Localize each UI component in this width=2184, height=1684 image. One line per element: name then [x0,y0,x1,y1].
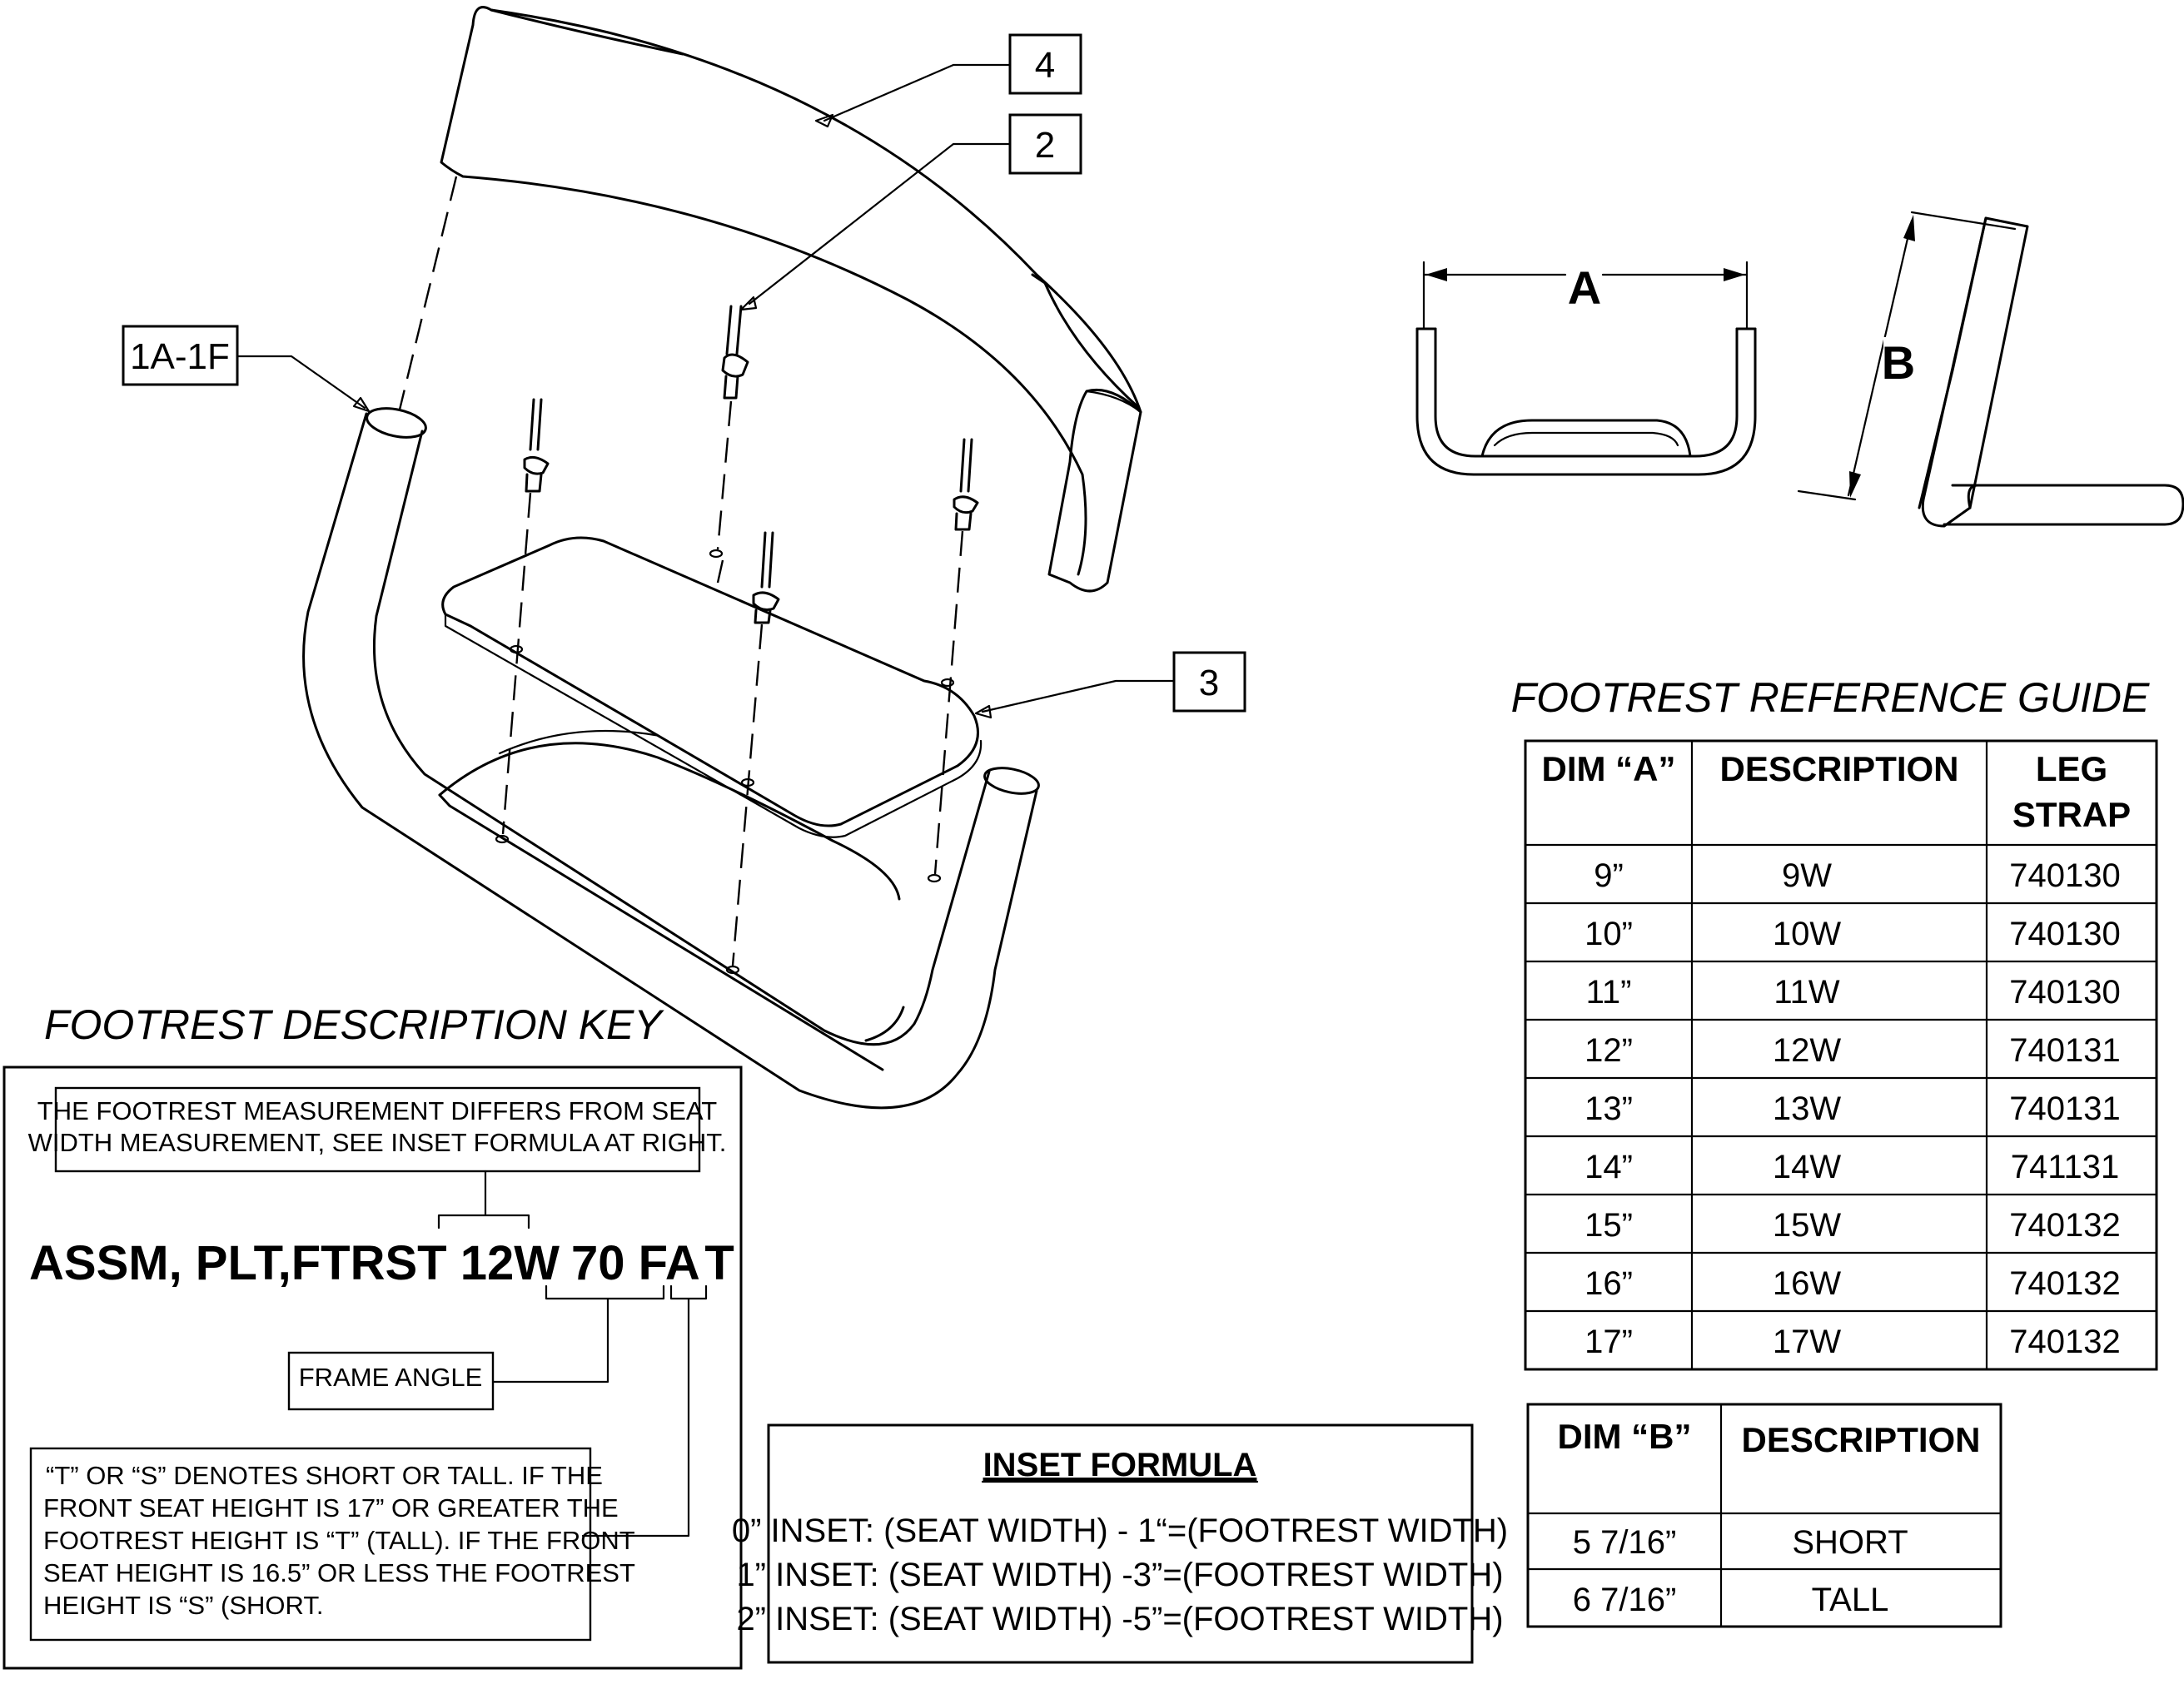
inset-formula-line: 0” INSET: (SEAT WIDTH) - 1“=(FOOTREST WI… [732,1513,1508,1549]
height-note-line: FOOTREST HEIGHT IS “T” (TALL). IF THE FR… [43,1526,635,1555]
frame-tube-outer [302,412,1038,1110]
ref-row-strap: 740132 [2009,1324,2120,1360]
ref-row-strap: 740130 [2009,974,2120,1011]
ref-row-dim: 11” [1586,974,1632,1011]
callout-1a-1f: 1A-1F [122,325,239,386]
height-note-line: HEIGHT IS “S” (SHORT. [43,1591,323,1620]
reference-table-border [1524,739,2158,1371]
callout-1a-1f-label: 1A-1F [130,336,230,377]
dim-b-row-dim: 6 7/16” [1573,1582,1677,1618]
rivet-a [721,305,749,400]
part-number-width: 12W [460,1236,560,1290]
dim-b-label: B [1882,336,1915,389]
height-note-line: SEAT HEIGHT IS 16.5” OR LESS THE FOOTRES… [43,1558,635,1587]
ref-row-strap: 740132 [2009,1265,2120,1302]
exploded-assembly [302,6,1142,1110]
leg-strap-4 [440,6,1142,576]
dim-b-header-dim: DIM “B” [1558,1417,1692,1456]
ref-row-strap: 740131 [2009,1032,2120,1069]
frame-tube-end-left [366,407,427,439]
ref-row-strap: 740130 [2009,916,2120,952]
inset-formula-title: INSET FORMULA [983,1447,1257,1483]
measurement-note-line2: WIDTH MEASUREMENT, SEE INSET FORMULA AT … [28,1128,727,1157]
dim-b-row-dim: 5 7/16” [1573,1524,1677,1561]
callout-3: 3 [1172,651,1246,713]
callout-2: 2 [1008,113,1082,175]
rivet-b [523,398,550,493]
inset-formula-border [767,1423,1474,1664]
inset-formula-line: 2” INSET: (SEAT WIDTH) -5”=(FOOTREST WID… [736,1601,1503,1637]
ref-row-desc: 10W [1773,916,1841,952]
ref-header-strap-line2: STRAP [2012,795,2131,834]
ref-row-desc: 12W [1773,1032,1841,1069]
ref-row-dim: 12” [1585,1032,1633,1069]
dim-b-row-desc: TALL [1812,1582,1889,1618]
height-note-line: “T” OR “S” DENOTES SHORT OR TALL. IF THE [46,1461,603,1490]
ref-row-dim: 15” [1585,1207,1633,1244]
part-number-prefix: ASSM, PLT,FTRST [29,1236,460,1290]
dim-a-view: A [1415,261,1757,476]
ref-row-dim: 10” [1585,916,1633,952]
callout-4-label: 4 [1035,45,1055,86]
frame-angle-box [287,1351,495,1411]
dim-a-label: A [1568,261,1601,314]
ref-row-desc: 13W [1773,1090,1841,1127]
reference-guide-title: FOOTREST REFERENCE GUIDE [1511,674,2150,721]
ref-row-desc: 16W [1773,1265,1841,1302]
ref-row-strap: 740132 [2009,1207,2120,1244]
inset-formula: INSET FORMULA 0” INSET: (SEAT WIDTH) - 1… [732,1423,1508,1664]
ref-row-dim: 17” [1585,1324,1633,1360]
ref-row-dim: 13” [1585,1090,1633,1127]
ref-row-strap: 740131 [2009,1090,2120,1127]
part-number-angle: 70 FA [571,1236,699,1290]
ref-row-desc: 17W [1773,1324,1841,1360]
callout-4: 4 [1008,33,1082,95]
reference-guide: FOOTREST REFERENCE GUIDE DIM “A” DESCRIP… [1511,674,2158,1371]
frame-tube-end-right [983,767,1040,795]
ref-header-dim: DIM “A” [1542,749,1676,788]
ref-row-desc: 15W [1773,1207,1841,1244]
dim-b-row-desc: SHORT [1792,1524,1908,1561]
support-plate [438,742,901,901]
dim-b-table-border [1526,1403,2002,1628]
ref-row-desc: 14W [1773,1149,1841,1185]
ref-row-dim: 16” [1585,1265,1633,1302]
ref-row-strap: 740130 [2009,857,2120,894]
frame-angle-label: FRAME ANGLE [299,1363,483,1392]
dim-b-table: DIM “B” DESCRIPTION 5 7/16” SHORT 6 7/16… [1526,1403,2002,1628]
height-note-box [29,1447,592,1642]
ref-row-strap: 741131 [2011,1149,2120,1185]
ref-header-desc: DESCRIPTION [1719,749,1958,788]
ref-row-desc: 9W [1782,857,1832,894]
measurement-note-box [54,1086,701,1173]
ref-row-dim: 9” [1594,857,1624,894]
callout-2-label: 2 [1035,125,1055,166]
ref-row-desc: 11W [1774,974,1840,1011]
dim-b-header-desc: DESCRIPTION [1741,1420,1980,1459]
frame-tube-inner [373,430,991,1046]
description-key-title: FOOTREST DESCRIPTION KEY [44,1001,664,1048]
description-key-border [2,1066,743,1670]
inset-formula-line: 1” INSET: (SEAT WIDTH) -3”=(FOOTREST WID… [736,1557,1503,1593]
description-key: FOOTREST DESCRIPTION KEY THE FOOTREST ME… [2,1001,743,1670]
rivet-c [953,438,979,531]
measurement-note-line1: THE FOOTREST MEASUREMENT DIFFERS FROM SE… [37,1096,717,1125]
part-number-height: T [704,1236,734,1290]
callout-3-label: 3 [1199,663,1219,703]
ref-row-dim: 14” [1585,1149,1633,1185]
height-note-line: FRONT SEAT HEIGHT IS 17” OR GREATER THE [43,1493,619,1523]
ref-header-strap-line1: LEG [2036,749,2107,788]
dim-b-view: B [1797,211,2184,528]
rivet-d [752,531,780,624]
callout-leaders [236,63,1176,719]
